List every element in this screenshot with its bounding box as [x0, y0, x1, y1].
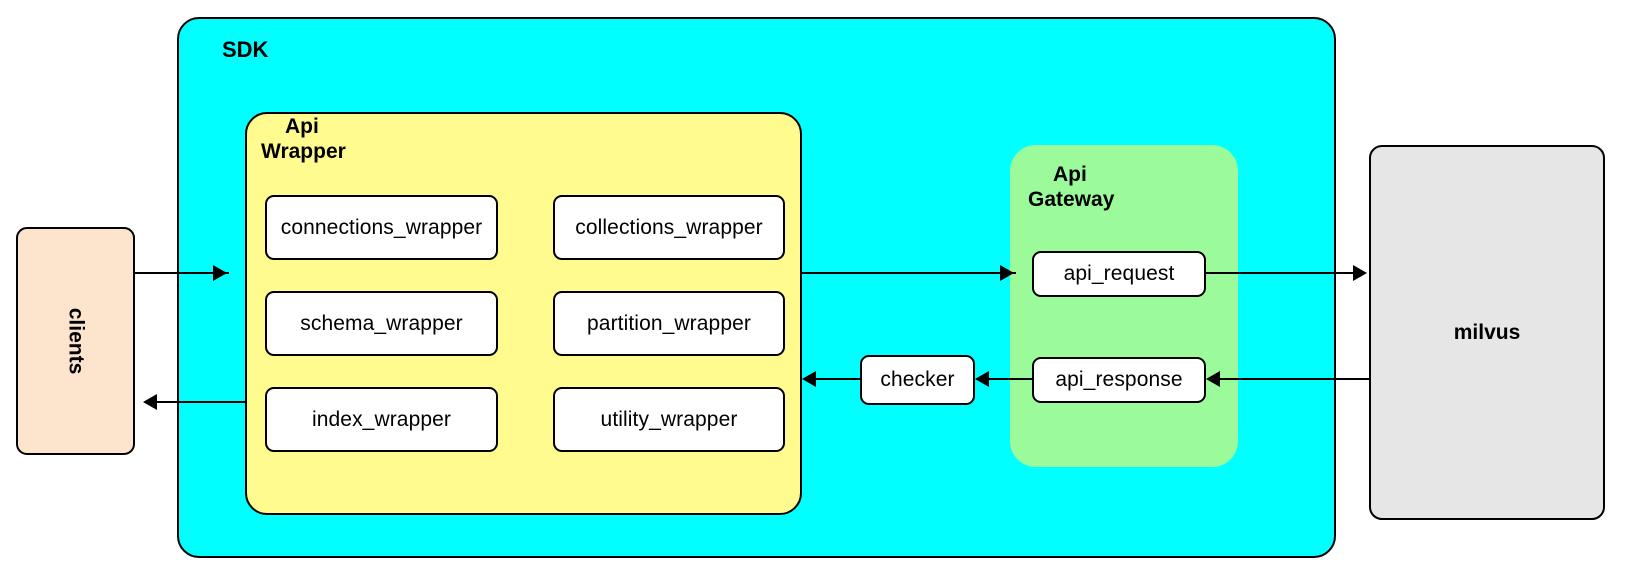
api-gateway-label-line2: Gateway — [1028, 187, 1115, 211]
module-index-wrapper[interactable]: index_wrapper — [265, 387, 498, 452]
sdk-label: SDK — [222, 37, 269, 62]
clients-node[interactable]: clients — [16, 227, 135, 455]
api-gateway-label: Api Gateway — [1028, 163, 1178, 213]
module-connections-wrapper[interactable]: connections_wrapper — [265, 195, 498, 260]
connector-line — [135, 272, 229, 274]
module-api-response[interactable]: api_response — [1032, 357, 1206, 403]
api-wrapper-label-line2: Wrapper — [261, 139, 346, 163]
connector-line — [800, 272, 1016, 274]
module-schema-wrapper[interactable]: schema_wrapper — [265, 291, 498, 356]
api-wrapper-label-line1: Api — [285, 115, 319, 138]
arrow-right-icon — [1353, 265, 1367, 281]
connector-line — [157, 401, 245, 403]
connector-line — [814, 378, 860, 380]
api-wrapper-label: Api Wrapper — [261, 115, 391, 165]
module-collections-wrapper[interactable]: collections_wrapper — [553, 195, 785, 260]
module-utility-wrapper[interactable]: utility_wrapper — [553, 387, 785, 452]
api-gateway-label-line1: Api — [1053, 163, 1087, 186]
module-api-request[interactable]: api_request — [1032, 251, 1206, 297]
arrow-right-icon — [213, 265, 227, 281]
connector-line — [1212, 378, 1370, 380]
connector-line — [1206, 272, 1364, 274]
arrow-left-icon — [975, 371, 989, 387]
arrow-left-icon — [802, 371, 816, 387]
arrow-left-icon — [1206, 371, 1220, 387]
clients-label: clients — [64, 307, 88, 375]
checker-node[interactable]: checker — [860, 355, 975, 405]
module-partition-wrapper[interactable]: partition_wrapper — [553, 291, 785, 356]
arrow-left-icon — [143, 394, 157, 410]
api-gateway-container — [1010, 145, 1238, 467]
connector-line — [981, 378, 1032, 380]
milvus-node[interactable]: milvus — [1369, 145, 1605, 520]
arrow-right-icon — [1000, 265, 1014, 281]
